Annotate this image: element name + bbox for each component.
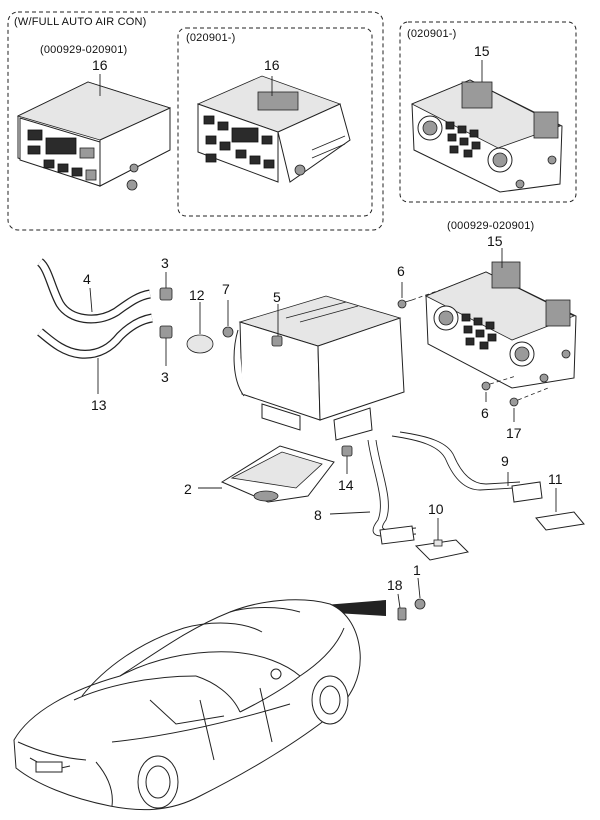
callout-15-top: 15 <box>474 43 490 59</box>
callout-18: 18 <box>387 577 403 593</box>
sensor-14 <box>341 445 353 474</box>
climate-control-unit-16-early <box>16 74 172 191</box>
clip-3-lower <box>159 325 173 366</box>
date-code-top-right: (020901-) <box>407 28 457 40</box>
screw-17 <box>509 387 549 422</box>
harness-9 <box>391 431 543 503</box>
seal-12 <box>186 302 214 354</box>
control-panel-15-early <box>425 248 577 389</box>
harness-8 <box>329 439 417 545</box>
sensor-1 <box>414 577 426 610</box>
callout-12: 12 <box>189 287 205 303</box>
callout-9: 9 <box>501 453 509 469</box>
callout-11: 11 <box>548 471 563 487</box>
sensor-18 <box>397 593 407 621</box>
callout-10: 10 <box>428 501 444 517</box>
callout-17: 17 <box>506 425 522 441</box>
date-code-top-left: (000929-020901) <box>40 44 127 56</box>
callout-3-lower: 3 <box>161 369 169 385</box>
callout-13: 13 <box>91 397 107 413</box>
right-frame-020901 <box>399 21 577 203</box>
aspirator-hose-13 <box>37 313 153 394</box>
vehicle-sedan <box>13 599 361 811</box>
callout-6-upper: 6 <box>397 263 405 279</box>
callout-8: 8 <box>314 507 322 523</box>
callout-16-middle: 16 <box>264 57 280 73</box>
screw-6-lower <box>481 375 517 402</box>
harness-10 <box>414 518 470 561</box>
group-title: (W/FULL AUTO AIR CON) <box>14 16 147 28</box>
callout-1: 1 <box>413 562 421 578</box>
climate-control-unit-16-late <box>196 75 351 183</box>
callout-15-mid: 15 <box>487 233 503 249</box>
clip-3-upper <box>159 272 173 301</box>
grommet-7 <box>222 300 234 338</box>
harness-11 <box>535 488 585 531</box>
callout-3-upper: 3 <box>161 255 169 271</box>
callout-2: 2 <box>184 481 192 497</box>
control-panel-15-late <box>411 60 563 193</box>
callout-5: 5 <box>273 289 281 305</box>
aspirator-hose-4 <box>36 258 151 324</box>
actuator-assembly-5 <box>233 295 405 441</box>
callout-7: 7 <box>222 281 230 297</box>
callout-6-lower: 6 <box>481 405 489 421</box>
callout-14: 14 <box>338 477 354 493</box>
inner-frame-020901 <box>177 27 373 217</box>
screw-6-upper <box>397 282 441 309</box>
date-code-mid-right: (000929-020901) <box>447 220 534 232</box>
full-auto-aircon-frame <box>7 11 384 231</box>
callout-4: 4 <box>83 271 91 287</box>
date-code-top-middle: (020901-) <box>186 32 236 44</box>
duct-2 <box>198 445 335 503</box>
callout-16-left: 16 <box>92 57 108 73</box>
